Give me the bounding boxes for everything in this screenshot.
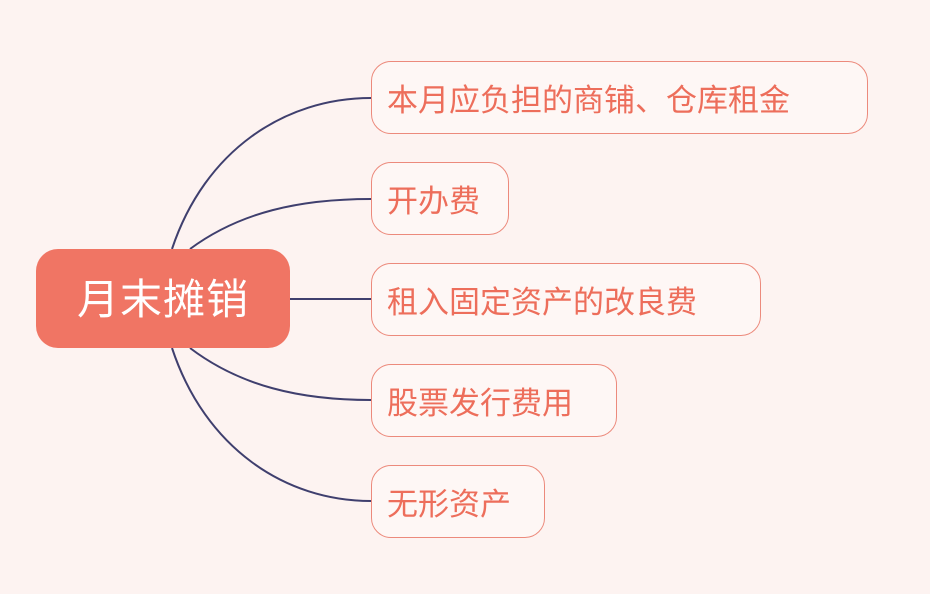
connector-to-branch-1 [171, 97, 372, 250]
root-node[interactable]: 月末摊销 [36, 249, 290, 348]
branch-node-intangible-assets[interactable]: 无形资产 [371, 465, 545, 538]
branch-node-startup-costs[interactable]: 开办费 [371, 162, 509, 235]
connector-to-branch-2 [189, 198, 372, 250]
branch-node-stock-issuance-costs[interactable]: 股票发行费用 [371, 364, 617, 437]
connector-to-branch-4 [189, 347, 372, 401]
branch-node-rent[interactable]: 本月应负担的商铺、仓库租金 [371, 61, 868, 134]
connector-to-branch-5 [171, 347, 372, 502]
branch-node-leasehold-improvements[interactable]: 租入固定资产的改良费 [371, 263, 761, 336]
